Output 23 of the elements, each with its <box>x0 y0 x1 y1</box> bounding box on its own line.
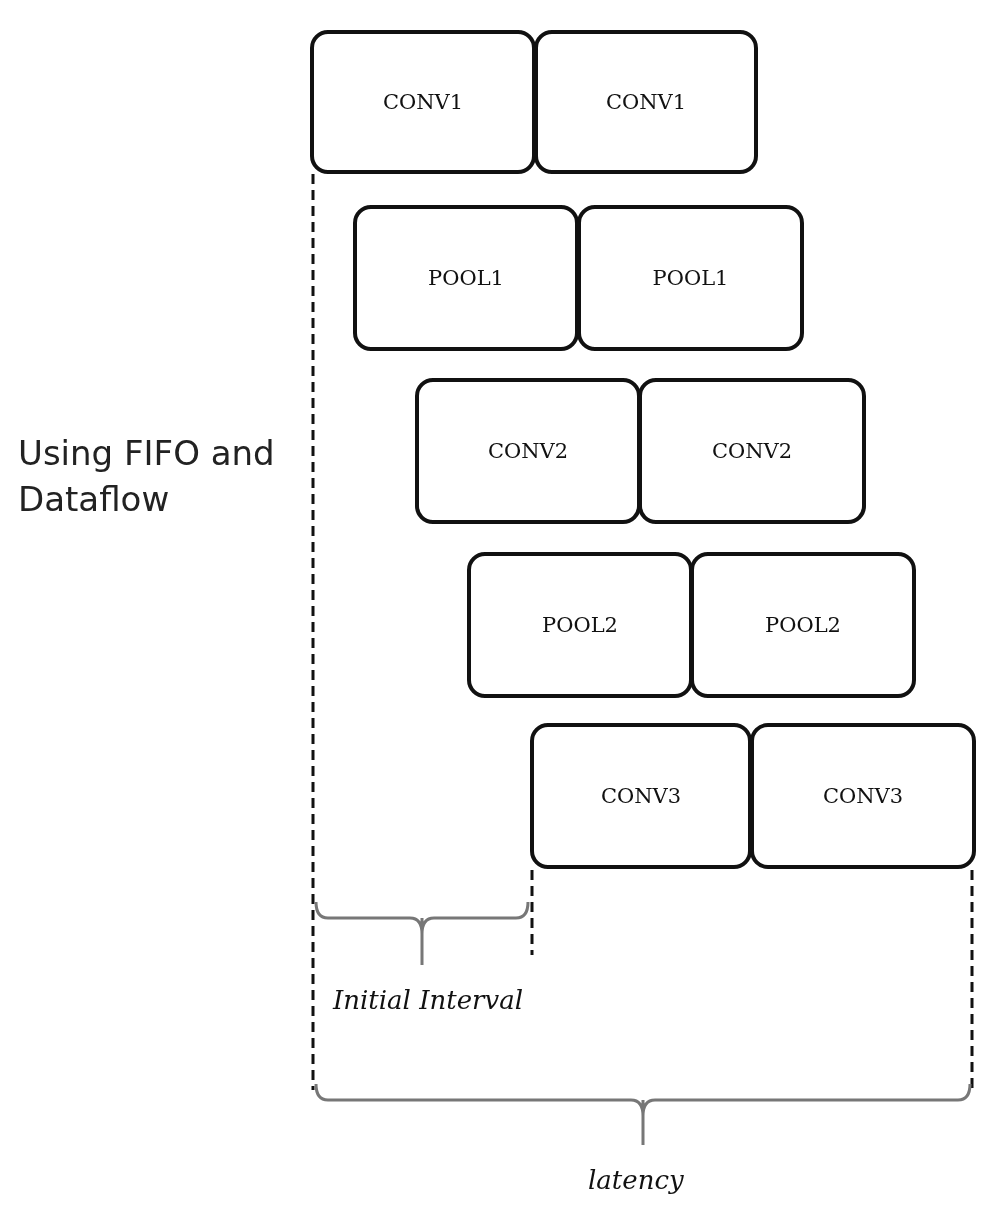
process-box <box>415 378 641 524</box>
box-label: POOL1 <box>652 266 729 290</box>
process-box <box>530 723 752 869</box>
box-label: POOL2 <box>542 613 618 637</box>
process-box <box>467 552 693 698</box>
process-box <box>577 205 804 351</box>
box-label: CONV2 <box>487 439 569 463</box>
process-box <box>638 378 866 524</box>
box-label: CONV3 <box>822 784 904 808</box>
process-box <box>750 723 976 869</box>
dimension-label: latency <box>588 1165 684 1195</box>
box-label: POOL2 <box>765 613 841 637</box>
process-box <box>353 205 579 351</box>
process-box <box>690 552 916 698</box>
process-box <box>310 30 536 174</box>
side-label: Using FIFO and Dataflow <box>18 432 276 521</box>
box-label: CONV1 <box>382 90 464 114</box>
box-label: POOL1 <box>428 266 504 290</box>
process-box <box>534 30 758 174</box>
box-label: CONV2 <box>711 439 793 463</box>
dimension-label: Initial Interval <box>333 985 523 1015</box>
box-label: CONV3 <box>600 784 682 808</box>
box-label: CONV1 <box>605 90 687 114</box>
